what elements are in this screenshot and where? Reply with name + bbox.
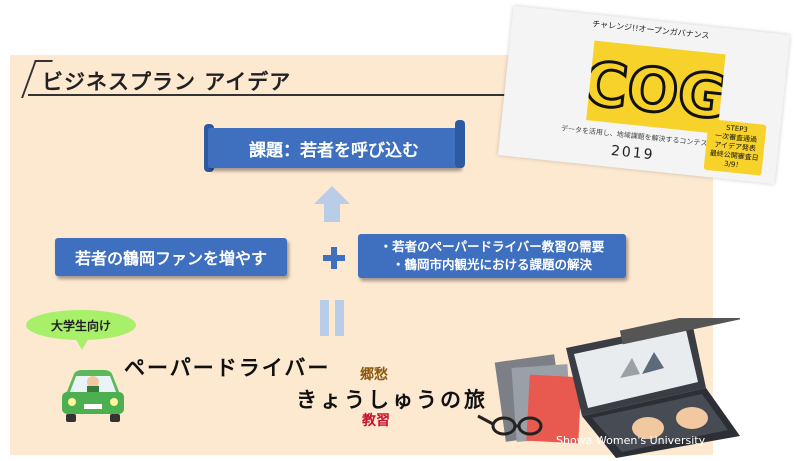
slide-title: ビジネスプラン アイデア (21, 60, 588, 98)
equal-icon (320, 300, 344, 336)
scroll-curl-right (455, 120, 465, 168)
goal-box: 若者の鶴岡ファンを増やす (55, 238, 287, 276)
cog-poster-header: チャレンジ!!オープンガバナンス (591, 19, 710, 41)
issue-banner: 課題：若者を呼び込む (208, 128, 460, 168)
car-icon (62, 370, 124, 422)
slide-title-text: ビジネスプラン アイデア (42, 70, 292, 94)
plus-icon (323, 247, 345, 269)
needs-box: ・若者のペーパードライバー教習の需要 ・鶴岡市内観光における課題の解決 (358, 234, 626, 278)
svg-text:COG: COG (586, 49, 726, 134)
need-item: ・鶴岡市内観光における課題の解決 (391, 257, 592, 272)
up-arrow-icon (314, 186, 350, 222)
cog-poster: チャレンジ!!オープンガバナンス COG データを活用し、地域課題を解決するコン… (497, 5, 791, 185)
plan-title-line1: ペーパードライバー (124, 356, 331, 380)
cog-year: 2019 (610, 142, 656, 164)
watermark: Showa Women's University (556, 434, 706, 447)
plan-title-line2: きょうしゅうの旅 (296, 388, 488, 412)
cog-step-badge: STEP3 一次審査通過 アイデア発表 最終公開審査日 3/9！ (703, 118, 767, 176)
ruby-lesson: 教習 (362, 413, 390, 429)
ruby-nostalgia: 郷愁 (360, 367, 388, 383)
cog-logo: COG (586, 40, 726, 134)
bubble-tail (74, 336, 90, 350)
target-bubble: 大学生向け (26, 310, 136, 340)
title-underline (28, 94, 568, 96)
laptop-icon (477, 318, 740, 458)
need-item: ・若者のペーパードライバー教習の需要 (379, 239, 605, 254)
glasses-icon (477, 414, 543, 436)
